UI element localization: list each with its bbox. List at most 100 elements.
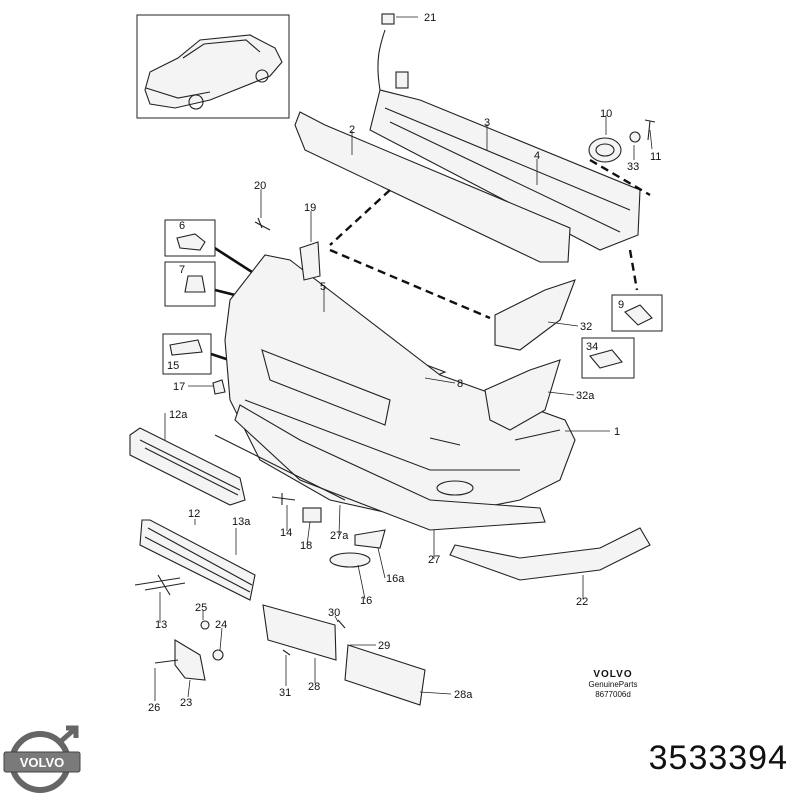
label-14: 14 (280, 527, 292, 539)
label-12a: 12a (169, 409, 188, 421)
label-26: 26 (148, 702, 160, 714)
label-18: 18 (300, 540, 312, 552)
beam-rib-lower (389, 121, 621, 233)
bumper-upper-opening (261, 349, 391, 426)
brand-block: VOLVO GenuineParts 8677006d (578, 670, 648, 700)
label-24: 24 (215, 619, 227, 631)
label-30: 30 (328, 607, 340, 619)
label-34: 34 (586, 341, 598, 353)
label-20: 20 (254, 180, 266, 192)
volvo-logo-bar (3, 751, 81, 773)
part-16a-cover (354, 529, 386, 549)
volvo-logo-text: VOLVO (20, 755, 65, 770)
bumper-crease (244, 399, 520, 471)
label-6: 6 (179, 220, 185, 232)
part-3-reinforcement-beam (369, 13, 641, 251)
label-2: 2 (349, 124, 355, 136)
car-rear-wheel (255, 69, 269, 83)
part-12a-grille (129, 427, 246, 506)
car-front-wheel (188, 94, 204, 110)
label-23: 23 (180, 697, 192, 709)
part-20-screw (254, 217, 271, 231)
part-27a-strip (214, 434, 346, 501)
part-18-tow-cover (302, 507, 322, 523)
label-9: 9 (618, 299, 624, 311)
part-10-fog-lamp (588, 119, 656, 163)
car-roof (182, 39, 261, 59)
assembly-line-2 (329, 248, 491, 320)
part-34-nut (589, 349, 623, 369)
wire-clip (395, 71, 409, 89)
part-30-fastener (337, 619, 346, 629)
brand-line2: GenuineParts (588, 680, 638, 689)
part-9-clip (624, 304, 653, 326)
car-inset (136, 14, 290, 119)
fog-lamp-lens (595, 143, 615, 157)
part-23-bracket (174, 639, 206, 681)
part-13-emblem (134, 574, 186, 596)
label-28a: 28a (454, 689, 473, 701)
part-16-cover (329, 552, 371, 568)
label-21: 21 (424, 12, 436, 24)
part-31-screw (282, 649, 291, 656)
fog-lamp-opening (436, 480, 474, 496)
label-12: 12 (188, 508, 200, 520)
leader-lines (154, 16, 653, 701)
volvo-logo-arrow (58, 725, 79, 744)
label-27: 27 (428, 554, 440, 566)
fog-lamp-body (588, 137, 622, 163)
part-32-bracket (494, 279, 576, 351)
label-32a: 32a (576, 390, 595, 402)
part-28-plate-holder (262, 604, 337, 661)
label-22: 22 (576, 596, 588, 608)
label-1: 1 (614, 426, 620, 438)
beam-rib (384, 107, 631, 211)
label-7: 7 (179, 264, 185, 276)
callout-box-7 (164, 261, 216, 307)
label-32: 32 (580, 321, 592, 333)
label-4: 4 (534, 150, 540, 162)
part-14-screw (271, 493, 296, 505)
label-10: 10 (600, 108, 612, 120)
label-17: 17 (173, 381, 185, 393)
label-13: 13 (155, 619, 167, 631)
label-8: 8 (457, 378, 463, 390)
label-15: 15 (167, 360, 179, 372)
car-body (144, 34, 283, 109)
label-25: 25 (195, 602, 207, 614)
part-19-bracket (299, 241, 321, 281)
part-number: 3533394 (648, 739, 788, 777)
volvo-logo: VOLVO (3, 725, 81, 793)
part-32a-bracket (484, 359, 561, 431)
assembly-line-3 (589, 158, 651, 197)
part-6-clip (176, 233, 206, 251)
part-labels: 21 2 3 4 10 11 33 20 19 6 7 5 9 32 15 34… (148, 12, 661, 714)
label-16a: 16a (386, 573, 405, 585)
assembly-line-1 (329, 189, 391, 246)
part-26-screw (154, 659, 179, 664)
part-15-clip (169, 339, 203, 356)
brand-code: 8677006d (595, 690, 631, 699)
label-5: 5 (320, 281, 326, 293)
label-27a: 27a (330, 530, 349, 542)
wire-connector (381, 13, 395, 25)
part-33-bulb (629, 131, 641, 143)
part-2-energy-absorber (294, 111, 571, 263)
label-33: 33 (627, 161, 639, 173)
label-11: 11 (650, 151, 661, 163)
part-22-trim-strip (449, 527, 651, 581)
car-front-bumper (145, 87, 211, 99)
label-19: 19 (304, 202, 316, 214)
part-11-screw (644, 119, 656, 141)
label-29: 29 (378, 640, 390, 652)
part-25-clip (200, 620, 210, 630)
label-28: 28 (308, 681, 320, 693)
part-24-clip (212, 649, 224, 661)
label-13a: 13a (232, 516, 251, 528)
grille-12-bars (144, 527, 253, 593)
part-17-clip (212, 379, 226, 395)
grille-bars (139, 439, 241, 496)
indicator-openings (429, 429, 561, 446)
